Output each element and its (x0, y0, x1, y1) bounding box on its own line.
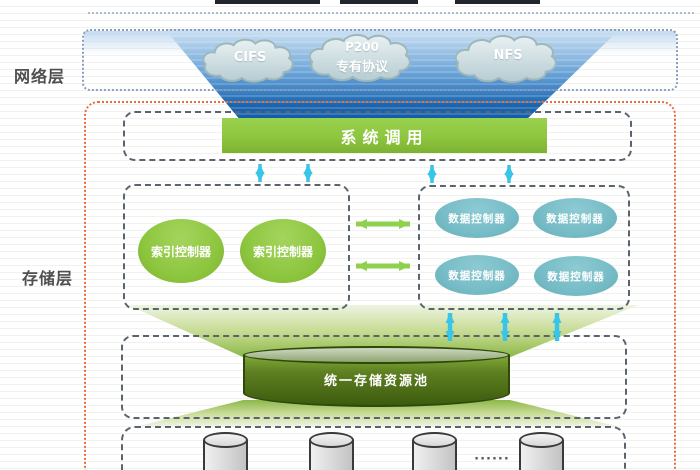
storage-pool-label: 统一存储资源池 (323, 374, 429, 389)
disk-cylinder (412, 432, 457, 470)
cloud-p200-label-line1: P200 (345, 40, 379, 54)
system-call-bar: 系统调用 (222, 118, 547, 153)
ellipsis-dots: ······ (474, 452, 510, 467)
data-controller-ellipse: 数据控制器 (533, 198, 617, 238)
top-cut-bar (455, 0, 540, 4)
disks-box (121, 426, 626, 470)
disk-cylinder-top (309, 432, 354, 448)
network-layer-box (82, 29, 678, 91)
cloud-p200-label-line2: 专有协议 (335, 60, 388, 75)
layer-label-storage: 存储层 (22, 269, 74, 288)
data-controllers-box (418, 185, 630, 310)
data-controller-ellipse: 数据控制器 (435, 255, 519, 295)
index-controller-ellipse: 索引控制器 (138, 219, 224, 283)
disk-cylinder-top (519, 432, 564, 448)
system-call-box (123, 111, 632, 161)
cloud-cifs-label: CIFS (233, 50, 267, 65)
disk-cylinder (203, 432, 248, 470)
index-controllers-box (123, 184, 350, 310)
data-controller-ellipse: 数据控制器 (435, 198, 519, 238)
storage-pool-cylinder: 统一存储资源池 (243, 346, 510, 407)
upper-box-dotted-edge (88, 12, 694, 14)
disk-cylinder (519, 432, 564, 470)
storage-pool-cylinder-top (243, 346, 510, 364)
layer-label-network: 网络层 (14, 67, 66, 86)
data-controller-ellipse: 数据控制器 (534, 256, 618, 296)
index-controller-ellipse: 索引控制器 (240, 219, 326, 283)
top-cut-bar (215, 0, 320, 4)
disk-cylinder (309, 432, 354, 470)
storage-layer-box (84, 101, 676, 470)
top-cut-bar (340, 0, 418, 4)
cloud-nfs-label: NFS (493, 48, 523, 63)
disk-cylinder-top (203, 432, 248, 448)
disk-cylinder-top (412, 432, 457, 448)
storage-pool-box (121, 335, 627, 419)
